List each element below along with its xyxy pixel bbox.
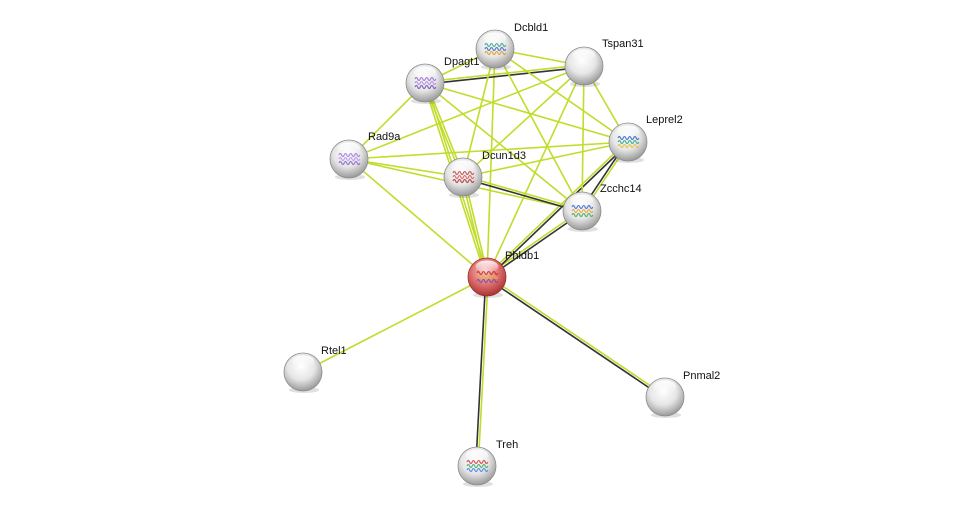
node-label: Pnmal2 xyxy=(683,370,720,382)
edge-line-textmining xyxy=(424,82,629,143)
edge-line-textmining xyxy=(581,65,585,212)
edge-line-textmining xyxy=(462,48,496,178)
edge-line-textmining xyxy=(486,65,585,278)
node-treh[interactable]: Treh xyxy=(457,439,518,487)
edge-tspan31-dcun1d3[interactable] xyxy=(462,65,585,178)
node-highlight xyxy=(483,32,507,45)
node-highlight xyxy=(291,355,315,368)
node-label: Dcun1d3 xyxy=(482,150,526,162)
edge-dpagt1-leprel2[interactable] xyxy=(424,82,629,143)
edge-line-textmining xyxy=(486,48,496,278)
edge-line-coexpression xyxy=(425,66,585,85)
node-tspan31[interactable]: Tspan31 xyxy=(564,38,644,87)
edge-line-textmining xyxy=(462,141,629,178)
edge-tspan31-zcchc14[interactable] xyxy=(581,65,585,212)
edge-rad9a-leprel2[interactable] xyxy=(348,141,629,160)
node-label: Dcbld1 xyxy=(514,22,548,34)
protein-structure-icon xyxy=(466,459,489,473)
node-label: Rad9a xyxy=(368,131,401,143)
node-highlight xyxy=(337,142,361,155)
node-label: Rtel1 xyxy=(321,345,347,357)
node-rtel1[interactable]: Rtel1 xyxy=(283,345,347,393)
node-label: Leprel2 xyxy=(646,114,683,126)
node-label: Tspan31 xyxy=(602,38,644,50)
edge-phldb1-leprel2[interactable] xyxy=(485,140,630,279)
edge-line-textmining xyxy=(462,65,585,178)
protein-structure-icon xyxy=(414,76,437,90)
edge-dcbld1-dcun1d3[interactable] xyxy=(462,48,496,178)
edge-phldb1-rad9a[interactable] xyxy=(348,158,488,278)
edge-dcun1d3-leprel2[interactable] xyxy=(462,141,629,178)
node-label: Zcchc14 xyxy=(600,183,642,195)
edge-line-coexpression xyxy=(462,177,582,213)
edge-line-coexpression xyxy=(485,277,665,399)
node-leprel2[interactable]: Leprel2 xyxy=(608,114,683,163)
node-highlight xyxy=(451,160,475,173)
edge-line-textmining xyxy=(463,175,583,211)
protein-structure-icon xyxy=(571,204,594,218)
protein-structure-icon xyxy=(484,42,507,56)
node-highlight xyxy=(572,49,596,62)
node-highlight xyxy=(475,260,499,273)
node-zcchc14[interactable]: Zcchc14 xyxy=(562,183,642,232)
edge-dpagt1-zcchc14[interactable] xyxy=(424,82,583,212)
edge-line-coexpression xyxy=(475,276,487,466)
node-label: Dpagt1 xyxy=(444,56,479,68)
edge-line-textmining xyxy=(424,82,583,212)
edge-phldb1-tspan31[interactable] xyxy=(486,65,585,278)
edge-line-textmining xyxy=(348,65,585,160)
edge-tspan31-rad9a[interactable] xyxy=(348,65,585,160)
node-phldb1[interactable]: Phldb1 xyxy=(467,250,539,298)
node-highlight xyxy=(570,194,594,207)
edge-phldb1-pnmal2[interactable] xyxy=(485,275,667,399)
edge-line-textmining xyxy=(424,64,584,83)
edge-phldb1-treh[interactable] xyxy=(475,276,489,467)
node-highlight xyxy=(413,66,437,79)
node-dcbld1[interactable]: Dcbld1 xyxy=(475,22,548,70)
edge-dcun1d3-zcchc14[interactable] xyxy=(462,175,583,213)
protein-structure-icon xyxy=(338,152,361,166)
protein-structure-icon xyxy=(452,170,475,184)
edge-line-textmining xyxy=(348,158,488,278)
protein-structure-icon xyxy=(476,270,499,284)
edge-dpagt1-tspan31[interactable] xyxy=(424,64,585,85)
node-highlight xyxy=(653,380,677,393)
edge-line-textmining xyxy=(302,276,488,373)
edge-phldb1-dcbld1[interactable] xyxy=(486,48,496,278)
node-highlight xyxy=(616,125,640,138)
edge-line-textmining xyxy=(494,48,629,143)
edge-line-textmining xyxy=(487,275,667,397)
edge-dcbld1-leprel2[interactable] xyxy=(494,48,629,143)
node-rad9a[interactable]: Rad9a xyxy=(329,131,401,180)
edge-line-textmining xyxy=(485,140,628,277)
node-label: Treh xyxy=(496,439,518,451)
protein-structure-icon xyxy=(617,135,640,149)
edge-line-textmining xyxy=(477,277,489,467)
node-highlight xyxy=(465,449,489,462)
node-pnmal2[interactable]: Pnmal2 xyxy=(645,370,720,418)
node-dpagt1[interactable]: Dpagt1 xyxy=(405,56,479,104)
node-dcun1d3[interactable]: Dcun1d3 xyxy=(443,150,526,198)
edge-line-textmining xyxy=(348,141,629,160)
edge-line-coexpression xyxy=(487,142,630,279)
edge-line-textmining xyxy=(494,48,583,212)
node-label: Phldb1 xyxy=(505,250,539,262)
edge-dcbld1-zcchc14[interactable] xyxy=(494,48,583,212)
edge-phldb1-rtel1[interactable] xyxy=(302,276,488,373)
